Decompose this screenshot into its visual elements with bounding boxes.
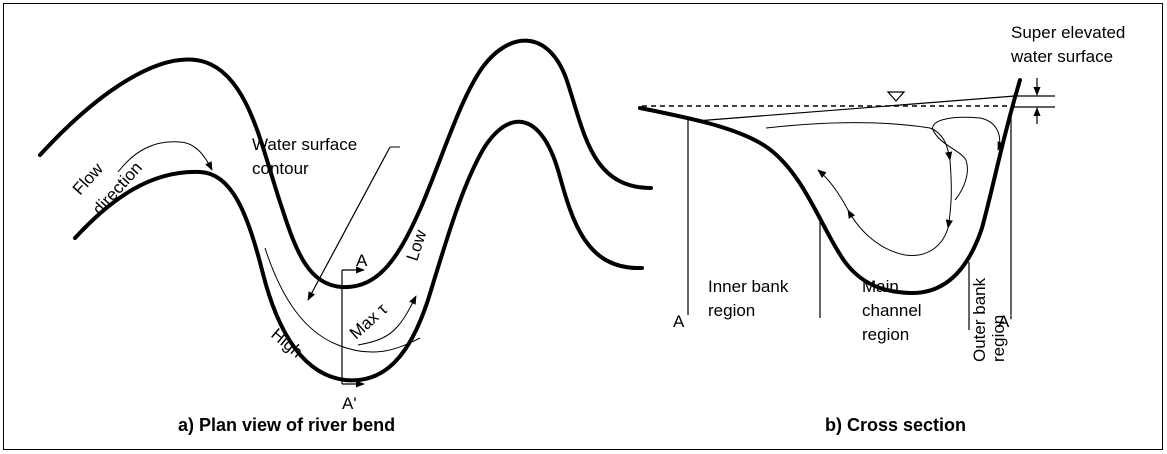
section-label-a-prime: A' xyxy=(342,394,357,413)
circulation-flow-top xyxy=(765,122,953,161)
circulation-flow-inner xyxy=(817,169,849,211)
corner-eddy xyxy=(932,116,1005,201)
contour-label-line2: contour xyxy=(252,159,309,178)
inner-bank-label-line2: region xyxy=(708,301,755,320)
main-channel-label-line3: region xyxy=(862,325,909,344)
upper-bank-line xyxy=(38,38,653,290)
figure-border xyxy=(3,3,1163,450)
channel-bed-line xyxy=(638,78,1022,296)
cross-section-caption: b) Cross section xyxy=(825,415,966,435)
outer-bank-label-line1: Outer bank xyxy=(970,277,989,362)
inner-bank-label-line1: Inner bank xyxy=(708,277,789,296)
super-elevated-label-line2: water surface xyxy=(1010,47,1113,66)
water-surface-contour-line xyxy=(264,247,421,353)
flow-direction-arrow xyxy=(117,141,213,173)
main-channel-label-line2: channel xyxy=(862,301,922,320)
contour-label-line1: Water surface xyxy=(252,135,357,154)
section-label-a: A xyxy=(356,251,368,270)
water-level-symbol xyxy=(886,91,906,102)
contour-pointer-line xyxy=(307,146,391,301)
plan-view: Flow direction Water surface contour A A… xyxy=(38,38,653,435)
lower-bank-line xyxy=(73,119,644,383)
plan-view-caption: a) Plan view of river bend xyxy=(178,415,395,435)
cross-label-a: A xyxy=(673,312,685,331)
max-shear-arrow xyxy=(357,295,417,346)
outer-bank-label-line2: region xyxy=(989,315,1008,362)
cross-label-a-prime: A' xyxy=(998,312,1013,331)
circulation-flow-bottom xyxy=(847,209,949,257)
main-channel-label-line1: Main xyxy=(862,277,899,296)
circulation-flow-outer xyxy=(945,159,953,229)
super-elevated-label-line1: Super elevated xyxy=(1011,23,1125,42)
cross-section: Super elevated water surface A A' Inner … xyxy=(638,23,1125,435)
super-elevated-water-surface xyxy=(695,95,1016,122)
